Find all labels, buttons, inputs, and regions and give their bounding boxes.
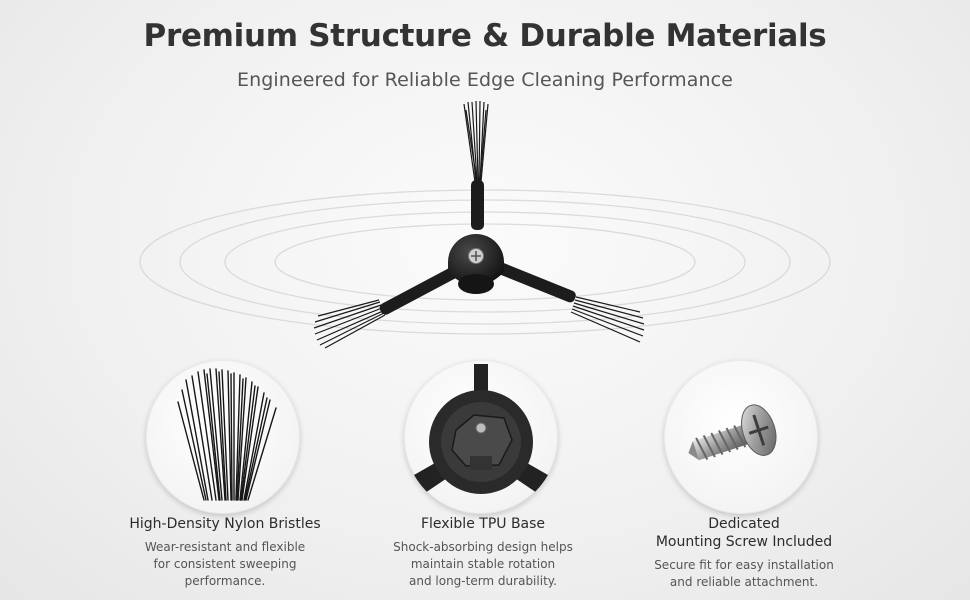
feature-title-line: High-Density Nylon Bristles bbox=[129, 516, 321, 532]
screw-closeup bbox=[664, 360, 818, 514]
tpu-base-closeup bbox=[404, 360, 558, 514]
feature-screw: Dedicated Mounting Screw Included Secure… bbox=[614, 515, 874, 591]
feature-title: High-Density Nylon Bristles bbox=[95, 515, 355, 533]
feature-desc-line: and reliable attachment. bbox=[669, 575, 819, 589]
feature-bristles: High-Density Nylon Bristles Wear-resista… bbox=[95, 515, 355, 590]
feature-title-line: Flexible TPU Base bbox=[420, 516, 546, 532]
feature-description: Shock-absorbing design helps maintain st… bbox=[353, 539, 613, 590]
tpu-base-icon bbox=[414, 364, 548, 495]
bristles-closeup bbox=[146, 360, 300, 514]
feature-desc-line: Shock-absorbing design helps bbox=[393, 540, 573, 554]
page-subtitle: Engineered for Reliable Edge Cleaning Pe… bbox=[237, 69, 733, 91]
feature-desc-line: Secure fit for easy installation bbox=[654, 558, 834, 572]
screw-icon bbox=[688, 404, 777, 461]
feature-title: Flexible TPU Base bbox=[353, 515, 613, 533]
page-title: Premium Structure & Durable Materials bbox=[143, 18, 827, 54]
feature-desc-line: maintain stable rotation bbox=[410, 557, 556, 571]
feature-desc-line: for consistent sweeping bbox=[153, 557, 297, 571]
side-brush-image bbox=[0, 90, 970, 370]
feature-description: Wear-resistant and flexible for consiste… bbox=[95, 539, 355, 590]
bristles-icon bbox=[177, 368, 277, 501]
feature-tpu-base: Flexible TPU Base Shock-absorbing design… bbox=[353, 515, 613, 590]
feature-desc-line: and long-term durability. bbox=[409, 574, 557, 588]
side-brush-icon bbox=[139, 100, 831, 349]
feature-title-line: Mounting Screw Included bbox=[655, 534, 833, 550]
feature-desc-line: Wear-resistant and flexible bbox=[144, 540, 306, 554]
feature-desc-line: performance. bbox=[184, 574, 266, 588]
feature-title-line: Dedicated bbox=[708, 516, 780, 532]
feature-title: Dedicated Mounting Screw Included bbox=[614, 515, 874, 551]
feature-description: Secure fit for easy installation and rel… bbox=[614, 557, 874, 591]
